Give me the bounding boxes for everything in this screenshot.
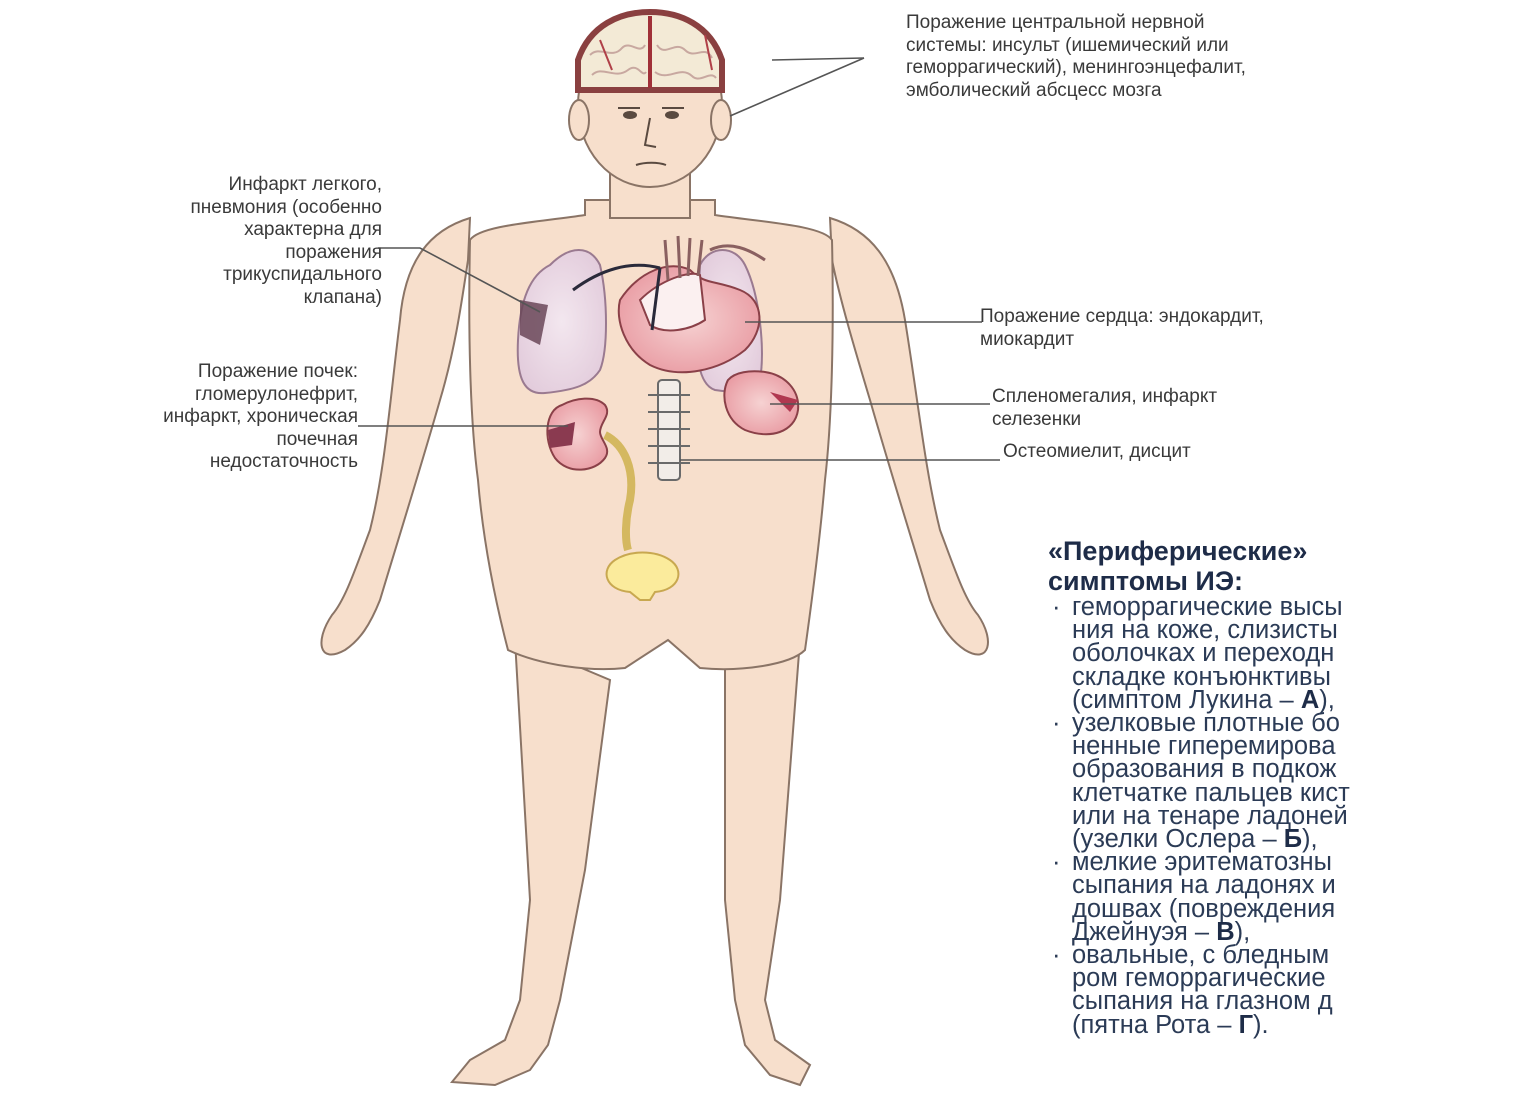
bullet-icon: ·	[1052, 944, 1061, 967]
label-line: характерна для	[191, 219, 383, 242]
peripheral-symptoms: «Периферические» симптомы ИЭ: · геморраг…	[1048, 536, 1521, 1096]
left-ear	[569, 100, 589, 140]
label-line: трикуспидального	[191, 264, 383, 287]
bullet-icon: ·	[1052, 596, 1061, 619]
bullet-icon: ·	[1052, 851, 1061, 874]
right-leg	[725, 640, 810, 1085]
label-line: поражения	[191, 242, 383, 265]
kidney	[547, 399, 607, 470]
bullet-icon: ·	[1052, 712, 1061, 735]
label-line: Спленомегалия, инфаркт	[992, 386, 1217, 409]
heading-line: симптомы ИЭ:	[1048, 566, 1521, 596]
label-line: миокардит	[980, 329, 1264, 352]
label-heart: Поражение сердца: эндокардит, миокардит	[980, 306, 1264, 351]
peripheral-heading: «Периферические» симптомы ИЭ:	[1048, 536, 1521, 596]
label-line: Инфаркт легкого,	[191, 174, 383, 197]
symptom-letter: Г	[1239, 1011, 1253, 1039]
label-line: Остеомиелит, дисцит	[1003, 441, 1191, 464]
label-line: пневмония (особенно	[191, 197, 383, 220]
label-lung: Инфаркт легкого, пневмония (особенно хар…	[191, 174, 383, 309]
symptom-line: (пятна Рота – Г).	[1072, 1014, 1521, 1037]
symptom-item: · овальные, с бледным ром геморрагически…	[1048, 944, 1521, 1037]
symptom-item: · мелкие эритематозны сыпания на ладонях…	[1048, 851, 1521, 944]
right-ear	[711, 100, 731, 140]
right-arm	[830, 218, 988, 655]
label-line: Поражение сердца: эндокардит,	[980, 306, 1264, 329]
label-kidney: Поражение почек: гломерулонефрит, инфарк…	[163, 361, 358, 474]
label-line: Поражение центральной нервной	[906, 12, 1246, 35]
symptom-item: · геморрагические высы ния на коже, слиз…	[1048, 596, 1521, 712]
label-line: системы: инсульт (ишемический или	[906, 35, 1246, 58]
left-leg	[452, 640, 610, 1085]
label-line: селезенки	[992, 409, 1217, 432]
heading-line: «Периферические»	[1048, 536, 1521, 566]
symptom-list: · геморрагические высы ния на коже, слиз…	[1048, 596, 1521, 1037]
label-line: эмболический абсцесс мозга	[906, 80, 1246, 103]
label-cns: Поражение центральной нервной системы: и…	[906, 12, 1246, 102]
label-line: инфаркт, хроническая	[163, 406, 358, 429]
brain	[578, 12, 722, 90]
label-spleen: Спленомегалия, инфаркт селезенки	[992, 386, 1217, 431]
symptom-text: ).	[1253, 1011, 1269, 1039]
symptom-text: (пятна Рота –	[1072, 1011, 1239, 1039]
label-line: почечная	[163, 429, 358, 452]
label-line: гломерулонефрит,	[163, 384, 358, 407]
label-line: геморрагический), менингоэнцефалит,	[906, 57, 1246, 80]
label-bone: Остеомиелит, дисцит	[1003, 441, 1191, 464]
label-line: Поражение почек:	[163, 361, 358, 384]
symptom-item: · узелковые плотные бо ненные гиперемиро…	[1048, 712, 1521, 851]
label-line: клапана)	[191, 287, 383, 310]
label-line: недостаточность	[163, 451, 358, 474]
